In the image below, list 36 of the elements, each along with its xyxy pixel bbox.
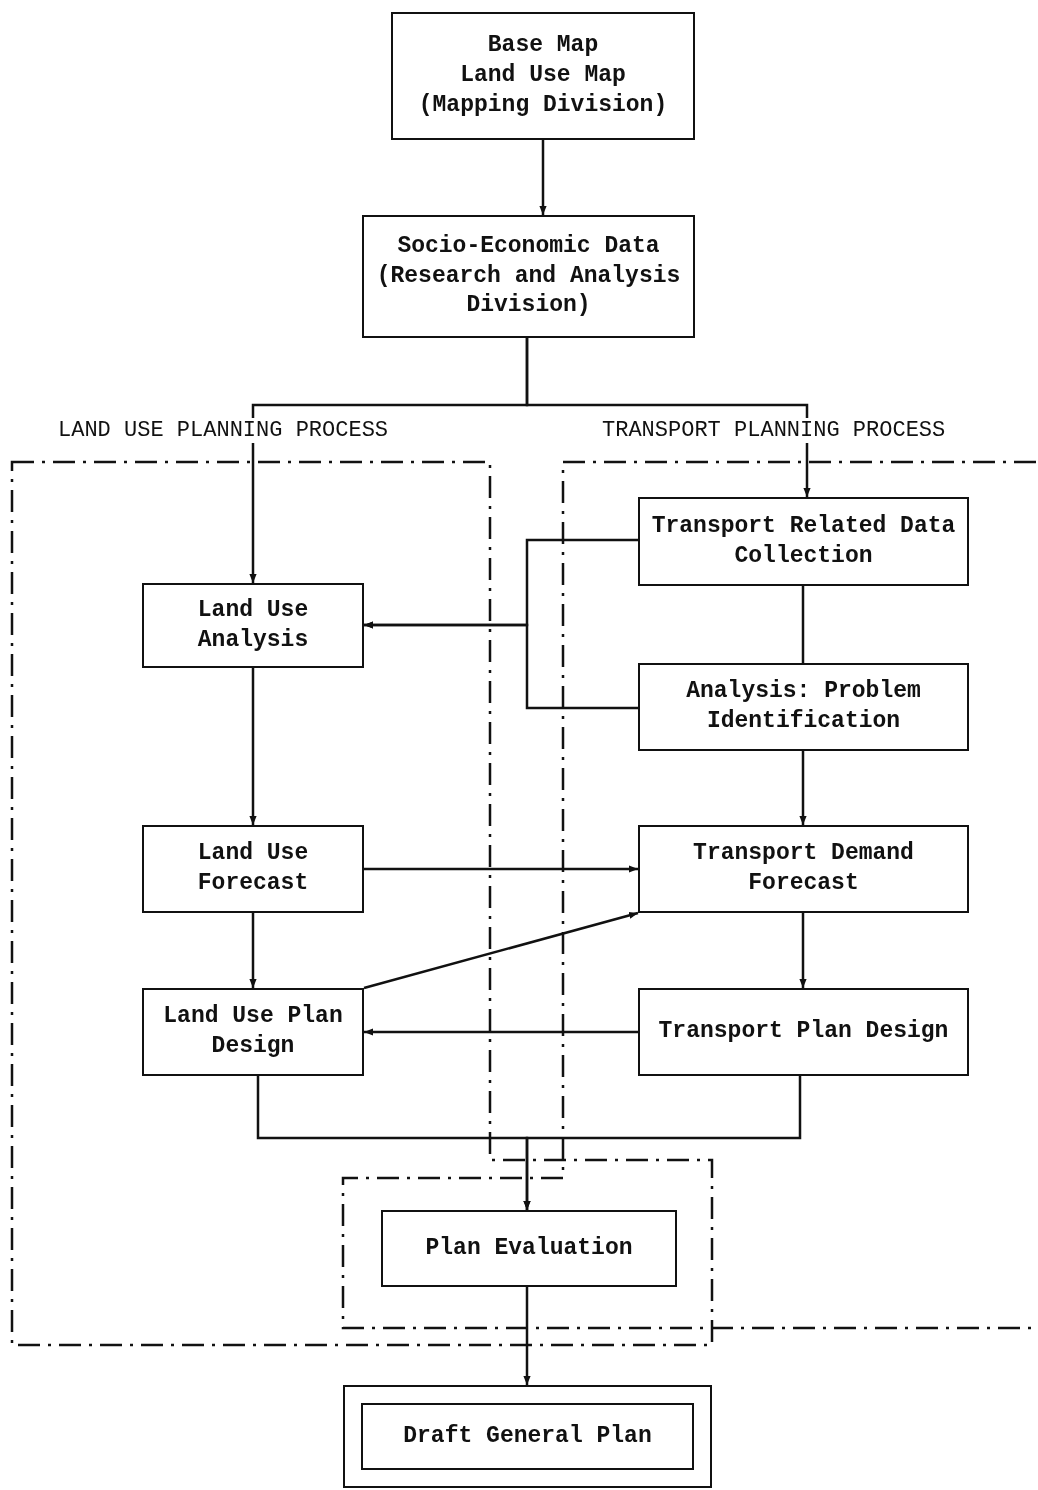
arrow <box>525 338 811 497</box>
process-box <box>381 1210 677 1287</box>
node-text: Base Map <box>487 31 599 61</box>
arrow <box>364 865 638 873</box>
node-text: Analysis: Problem Identification <box>685 677 922 736</box>
arrow <box>523 1076 802 1210</box>
arrow <box>363 911 639 990</box>
arrow <box>799 913 807 988</box>
process-box <box>638 825 969 913</box>
double-border-box <box>343 1385 712 1488</box>
node-text: Land Use Map <box>460 61 626 91</box>
node-text: Land Use Analysis <box>196 595 310 655</box>
process-box <box>638 497 969 586</box>
node-text: Land Use Plan Design <box>162 1002 344 1061</box>
node-text: (Mapping Division) <box>418 90 668 120</box>
node-text: Transport Related Data Collection <box>650 511 957 571</box>
arrow <box>799 751 807 825</box>
arrow <box>249 913 257 988</box>
process-box <box>142 583 364 668</box>
process-box <box>362 215 695 338</box>
node-text: Land Use Forecast <box>196 839 310 898</box>
process-box <box>142 988 364 1076</box>
process-box <box>638 663 969 751</box>
node-text: Draft General Plan <box>403 1421 652 1451</box>
arrow <box>249 668 257 825</box>
arrow <box>539 140 547 215</box>
process-box <box>142 825 364 913</box>
arrow <box>364 1028 638 1036</box>
arrow <box>523 1287 531 1385</box>
process-box <box>638 988 969 1076</box>
node-text: Plan Evaluation <box>425 1233 633 1263</box>
process-box <box>391 12 695 140</box>
node-text: Socio-Economic Data (Research and Analysis Division) <box>375 231 682 321</box>
node-text: Transport Demand Forecast <box>692 839 915 898</box>
arrow <box>364 621 638 710</box>
node-text: Transport Plan Design <box>658 1017 949 1047</box>
